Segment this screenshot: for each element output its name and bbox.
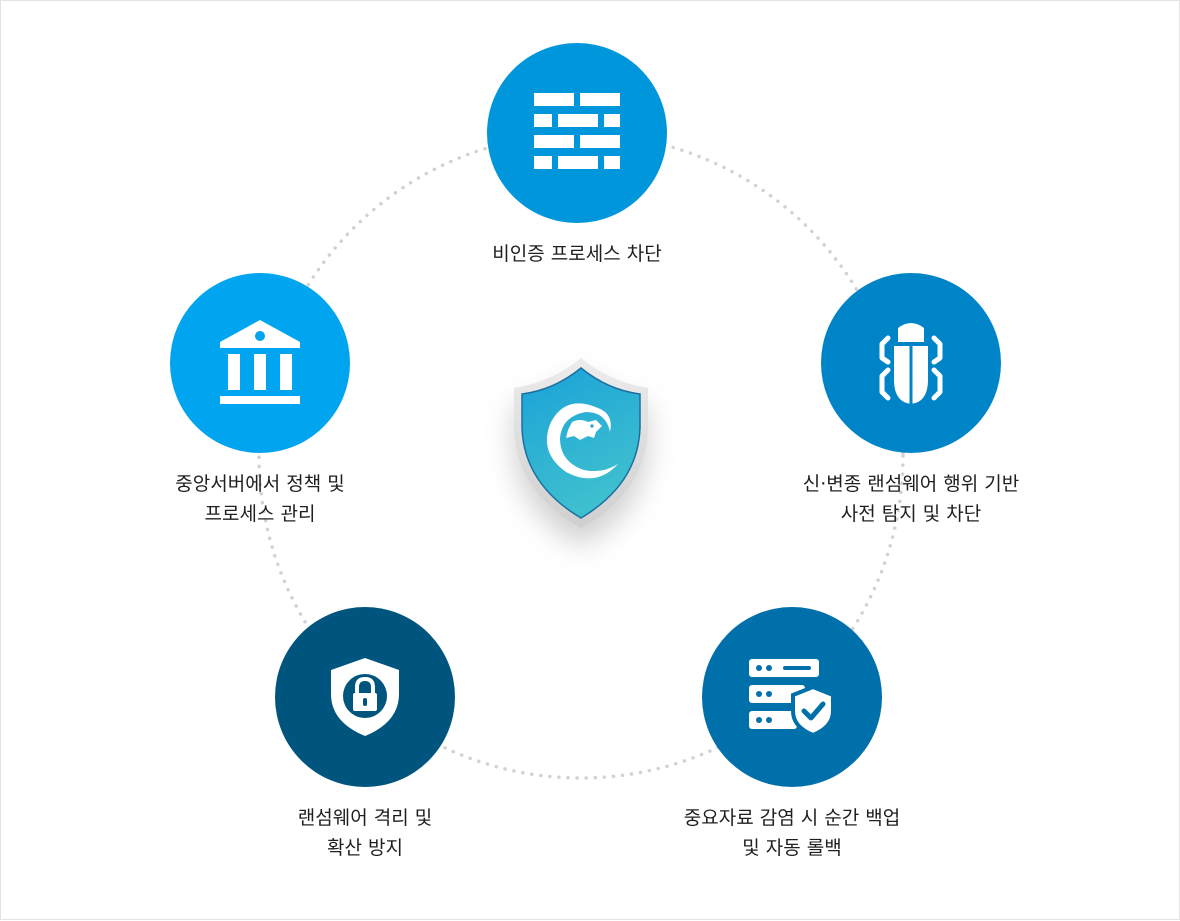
node-bottom-right-label-line1: 중요자료 감염 시 순간 백업: [683, 807, 901, 829]
node-right-label: 신·변종 랜섬웨어 행위 기반 사전 탐지 및 차단: [751, 469, 1071, 529]
node-bottom-left-label-line1: 랜섬웨어 격리 및: [297, 807, 433, 829]
node-bottom-left-label-line2: 확산 방지: [327, 837, 403, 859]
lock-shield-icon: [331, 658, 399, 736]
bank-building-icon: [220, 320, 300, 404]
node-right-circle: [821, 273, 1001, 453]
node-right-label-line1: 신·변종 랜섬웨어 행위 기반: [802, 473, 1020, 495]
center-shield: [506, 356, 656, 531]
node-bottom-left-circle: [275, 607, 455, 787]
node-left-circle: [170, 273, 350, 453]
node-left-label-line1: 중앙서버에서 정책 및: [175, 473, 345, 495]
shield-gecko-logo-icon: [514, 358, 648, 528]
node-right-label-line2: 사전 탐지 및 차단: [840, 503, 982, 525]
node-bottom-right-label-line2: 및 자동 롤백: [742, 837, 842, 859]
bug-icon: [879, 323, 943, 404]
node-bottom-right-label: 중요자료 감염 시 순간 백업 및 자동 롤백: [632, 803, 952, 863]
node-top-circle: [487, 43, 667, 223]
node-top-label-line1: 비인증 프로세스 차단: [492, 243, 662, 265]
node-left-label-line2: 프로세스 관리: [204, 503, 316, 525]
brick-wall-icon: [534, 93, 620, 169]
node-top-label: 비인증 프로세스 차단: [417, 239, 737, 269]
node-bottom-right-circle: [702, 607, 882, 787]
server-shield-icon: [749, 659, 835, 735]
node-bottom-left-label: 랜섬웨어 격리 및 확산 방지: [205, 803, 525, 863]
node-left-label: 중앙서버에서 정책 및 프로세스 관리: [100, 469, 420, 529]
